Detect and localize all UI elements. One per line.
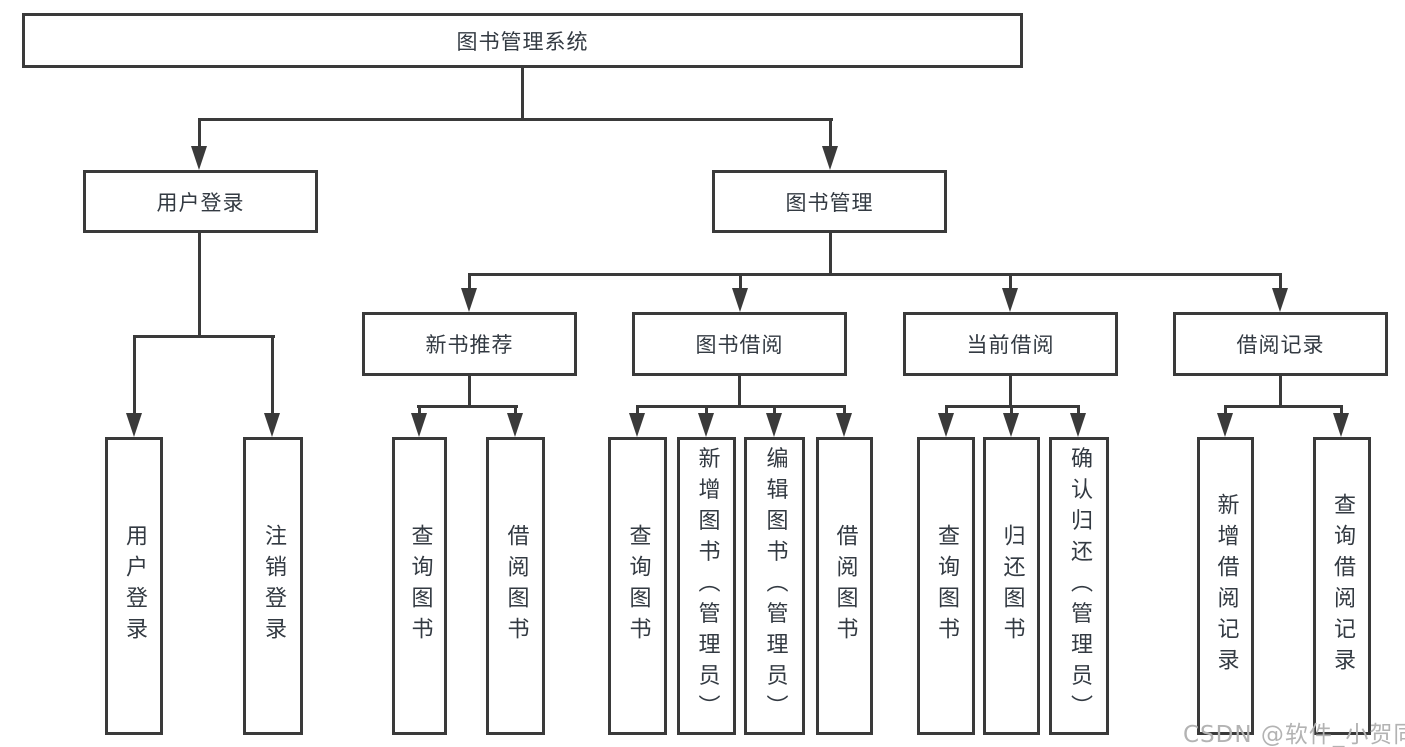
leaf-current-query: 查询图书 xyxy=(917,437,975,735)
connector-line xyxy=(1009,274,1012,290)
node-current-borrow-label: 当前借阅 xyxy=(966,333,1055,357)
arrow-down-icon xyxy=(126,413,142,437)
arrow-down-icon xyxy=(629,413,645,437)
leaf-records-query-label: 查询借阅记录 xyxy=(1330,493,1355,679)
connector-line xyxy=(1224,406,1227,415)
connector-line xyxy=(1279,274,1282,290)
node-user-login-branch: 用户登录 xyxy=(83,170,318,233)
connector-line xyxy=(636,405,846,408)
arrow-down-icon xyxy=(1272,288,1288,312)
connector-line xyxy=(739,274,742,290)
leaf-borrow-book: 借阅图书 xyxy=(816,437,873,735)
connector-line xyxy=(773,406,776,415)
arrow-down-icon xyxy=(461,288,477,312)
connector-line xyxy=(1010,406,1013,415)
leaf-logout-label: 注销登录 xyxy=(261,524,286,648)
leaf-newbooks-query-label: 查询图书 xyxy=(407,524,433,648)
node-book-borrow: 图书借阅 xyxy=(632,312,847,376)
connector-line xyxy=(1224,405,1343,408)
arrow-down-icon xyxy=(411,413,427,437)
leaf-borrow-edit-admin: 编辑图书（管理员） xyxy=(744,437,805,735)
leaf-records-query: 查询借阅记录 xyxy=(1313,437,1371,735)
node-borrow-records-label: 借阅记录 xyxy=(1236,333,1325,357)
connector-line xyxy=(945,406,948,415)
arrow-down-icon xyxy=(1002,288,1018,312)
connector-line xyxy=(468,376,471,408)
connector-line xyxy=(1279,376,1282,408)
arrow-down-icon xyxy=(264,413,280,437)
arrow-down-icon xyxy=(1070,413,1086,437)
leaf-current-confirm-admin: 确认归还（管理员） xyxy=(1049,437,1109,735)
node-book-borrow-label: 图书借阅 xyxy=(695,333,784,357)
connector-line xyxy=(1077,406,1080,415)
node-root: 图书管理系统 xyxy=(22,13,1023,68)
leaf-borrow-book-label: 借阅图书 xyxy=(832,524,858,648)
connector-line xyxy=(829,119,832,148)
leaf-current-return-label: 归还图书 xyxy=(999,524,1025,648)
connector-line xyxy=(417,405,518,408)
leaf-current-confirm-admin-label: 确认归还（管理员） xyxy=(1067,446,1092,726)
connector-line xyxy=(198,233,201,337)
connector-line xyxy=(133,336,136,415)
connector-line xyxy=(418,406,421,415)
node-borrow-records: 借阅记录 xyxy=(1173,312,1388,376)
node-user-login-branch-label: 用户登录 xyxy=(156,190,245,215)
node-new-books: 新书推荐 xyxy=(362,312,577,376)
connector-line xyxy=(198,119,201,148)
leaf-user-login: 用户登录 xyxy=(105,437,163,735)
leaf-logout: 注销登录 xyxy=(243,437,303,735)
arrow-down-icon xyxy=(938,413,954,437)
arrow-down-icon xyxy=(698,413,714,437)
connector-line xyxy=(843,406,846,415)
connector-line xyxy=(468,274,471,290)
leaf-borrow-add-admin-label: 新增图书（管理员） xyxy=(694,446,720,726)
leaf-borrow-query: 查询图书 xyxy=(608,437,667,735)
arrow-down-icon xyxy=(732,288,748,312)
leaf-newbooks-borrow: 借阅图书 xyxy=(486,437,545,735)
leaf-borrow-add-admin: 新增图书（管理员） xyxy=(677,437,736,735)
leaf-current-return: 归还图书 xyxy=(983,437,1040,735)
leaf-user-login-label: 用户登录 xyxy=(122,524,147,648)
connector-line xyxy=(636,406,639,415)
arrow-down-icon xyxy=(766,413,782,437)
arrow-down-icon xyxy=(507,413,523,437)
arrow-down-icon xyxy=(1217,413,1233,437)
arrow-down-icon xyxy=(1003,413,1019,437)
connector-line xyxy=(829,233,832,276)
arrow-down-icon xyxy=(822,146,838,170)
connector-line xyxy=(468,273,1282,276)
leaf-newbooks-query: 查询图书 xyxy=(392,437,447,735)
arrow-down-icon xyxy=(191,146,207,170)
connector-line xyxy=(514,406,517,415)
node-new-books-label: 新书推荐 xyxy=(425,333,514,357)
leaf-records-add: 新增借阅记录 xyxy=(1197,437,1254,735)
connector-line xyxy=(133,335,275,338)
node-root-label: 图书管理系统 xyxy=(456,29,589,54)
connector-line xyxy=(738,376,741,408)
node-book-mgmt-branch: 图书管理 xyxy=(712,170,947,233)
connector-line xyxy=(705,406,708,415)
connector-line xyxy=(1009,376,1012,408)
connector-line xyxy=(198,118,833,121)
arrow-down-icon xyxy=(836,413,852,437)
connector-line xyxy=(271,336,274,415)
leaf-borrow-query-label: 查询图书 xyxy=(625,524,651,648)
node-book-mgmt-branch-label: 图书管理 xyxy=(785,190,874,215)
connector-line xyxy=(521,68,524,120)
leaf-borrow-edit-admin-label: 编辑图书（管理员） xyxy=(762,446,788,726)
leaf-newbooks-borrow-label: 借阅图书 xyxy=(503,524,529,648)
leaf-records-add-label: 新增借阅记录 xyxy=(1213,493,1239,679)
leaf-current-query-label: 查询图书 xyxy=(934,524,959,648)
csdn-watermark: CSDN @软件_小贺同学 xyxy=(1183,722,1405,747)
node-current-borrow: 当前借阅 xyxy=(903,312,1118,376)
connector-line xyxy=(1340,406,1343,415)
arrow-down-icon xyxy=(1333,413,1349,437)
